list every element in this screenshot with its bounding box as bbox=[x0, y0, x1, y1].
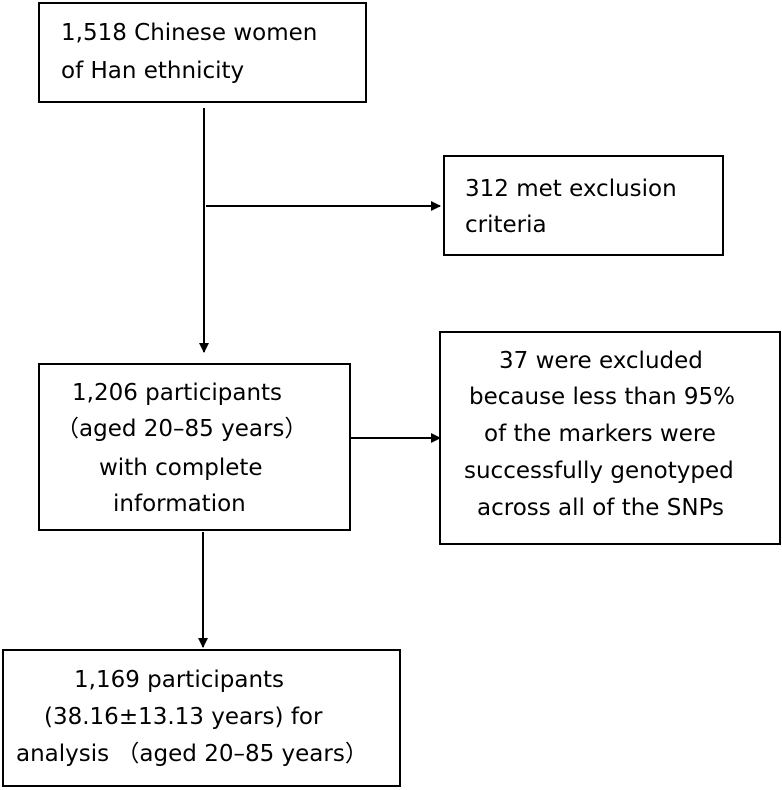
genotype-line-5: across all of the SNPs bbox=[477, 495, 725, 521]
genotype-line-3: of the markers were bbox=[484, 421, 716, 447]
start-box: 1,518 Chinese women of Han ethnicity bbox=[38, 2, 367, 103]
start-line-1: 1,518 Chinese women bbox=[61, 20, 318, 46]
genotype-excluded-box: 37 were excluded because less than 95% o… bbox=[439, 331, 781, 545]
participants-box: 1,206 participants （aged 20–85 years） wi… bbox=[38, 363, 351, 531]
participants-line-2: （aged 20–85 years） bbox=[56, 416, 308, 442]
exclusion-line-2: criteria bbox=[465, 212, 547, 238]
exclusion-box: 312 met exclusion criteria bbox=[443, 155, 724, 256]
analysis-line-3: analysis （aged 20–85 years） bbox=[16, 741, 368, 767]
genotype-line-2: because less than 95% bbox=[469, 384, 736, 410]
analysis-line-1: 1,169 participants bbox=[74, 667, 285, 693]
genotype-line-1: 37 were excluded bbox=[499, 348, 703, 374]
participants-line-3: with complete bbox=[99, 455, 263, 481]
analysis-line-2: (38.16±13.13 years) for bbox=[44, 704, 323, 730]
exclusion-line-1: 312 met exclusion bbox=[465, 176, 677, 202]
start-line-2: of Han ethnicity bbox=[61, 58, 245, 84]
participants-line-4: information bbox=[113, 491, 246, 517]
participants-line-1: 1,206 participants bbox=[72, 380, 283, 406]
analysis-box: 1,169 participants (38.16±13.13 years) f… bbox=[2, 649, 401, 787]
genotype-line-4: successfully genotyped bbox=[464, 458, 734, 484]
